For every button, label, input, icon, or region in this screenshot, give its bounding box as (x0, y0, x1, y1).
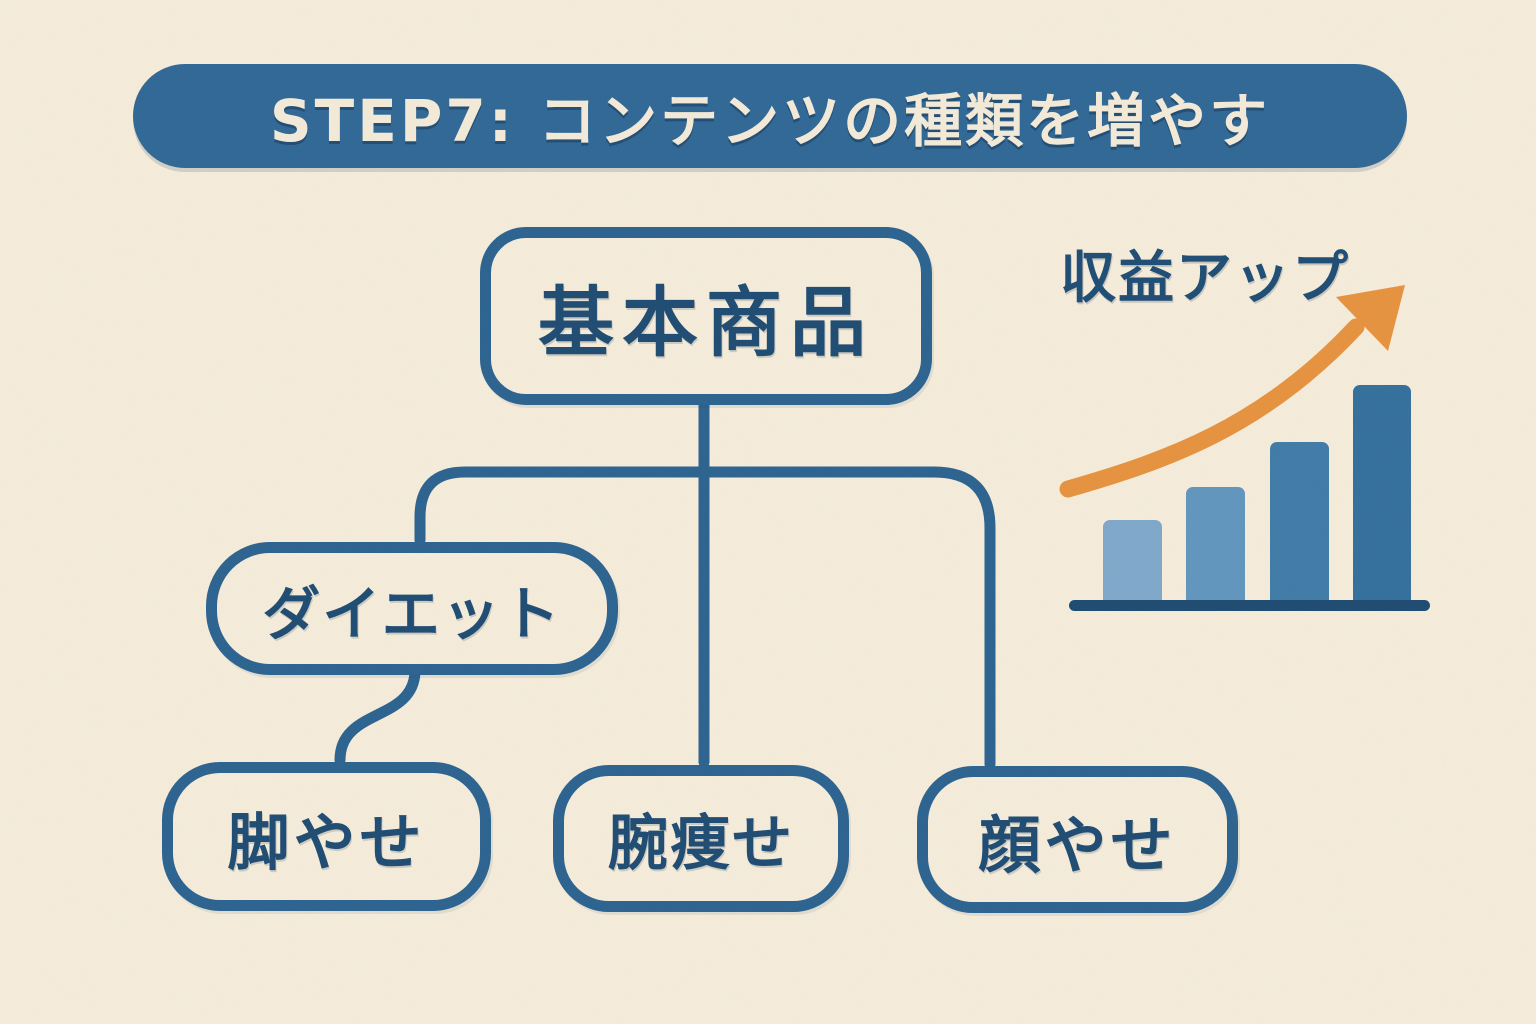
revenue-bar-2 (1186, 487, 1245, 603)
connector-branch-left (414, 466, 710, 546)
node-arm-slimming: 腕痩せ (553, 765, 849, 912)
revenue-up-label: 収益アップ (1060, 246, 1350, 311)
node-diet: ダイエット (206, 542, 618, 675)
node-face-slimming: 顔やせ (917, 766, 1238, 913)
node-arm-slimming-label: 腕痩せ (608, 809, 794, 879)
node-leg-slimming-label: 脚やせ (227, 805, 426, 879)
step-banner-title: STEP7: コンテンツの種類を増やす (269, 87, 1271, 155)
revenue-bar-chart (1069, 380, 1435, 611)
node-base-product-label: 基本商品 (538, 278, 874, 367)
revenue-bar-3 (1270, 442, 1329, 603)
revenue-bar-1 (1103, 520, 1162, 603)
node-base-product: 基本商品 (480, 227, 932, 405)
node-face-slimming-label: 顔やせ (978, 808, 1177, 882)
chart-baseline (1069, 600, 1430, 611)
connector-diet-to-leg (334, 666, 421, 766)
connector-branch-right (698, 466, 996, 770)
node-diet-label: ダイエット (262, 579, 562, 648)
node-leg-slimming: 脚やせ (162, 762, 491, 911)
revenue-bar-4 (1353, 385, 1411, 603)
step-banner: STEP7: コンテンツの種類を増やす (133, 64, 1407, 168)
